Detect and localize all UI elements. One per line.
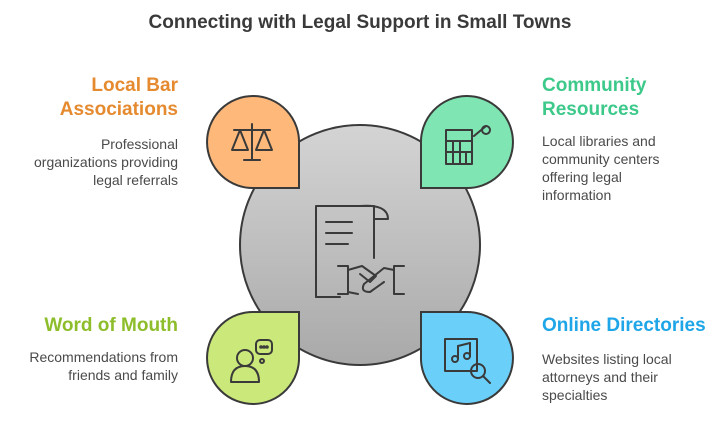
page-title: Connecting with Legal Support in Small T… [148, 12, 572, 33]
petal-online-directories [419, 310, 514, 405]
petal-community [419, 95, 514, 190]
community-heading: Community Resources [542, 75, 647, 120]
library-icon [445, 125, 491, 165]
word-of-mouth-heading: Word of Mouth [44, 315, 178, 336]
person-speech-icon [230, 339, 273, 383]
scales-icon [231, 123, 273, 161]
community-description: Local libraries and community centers of… [542, 133, 660, 203]
music-search-icon [444, 338, 491, 384]
local-bar-heading: Local Bar Associations [59, 75, 178, 120]
word-of-mouth-description: Recommendations from friends and family [29, 349, 178, 383]
contract-handshake-icon [315, 204, 405, 298]
online-directories-heading: Online Directories [542, 315, 706, 336]
petal-local-bar [206, 95, 301, 190]
local-bar-description: Professional organizations providing leg… [34, 136, 178, 188]
online-directories-description: Websites listing local attorneys and the… [542, 351, 672, 403]
